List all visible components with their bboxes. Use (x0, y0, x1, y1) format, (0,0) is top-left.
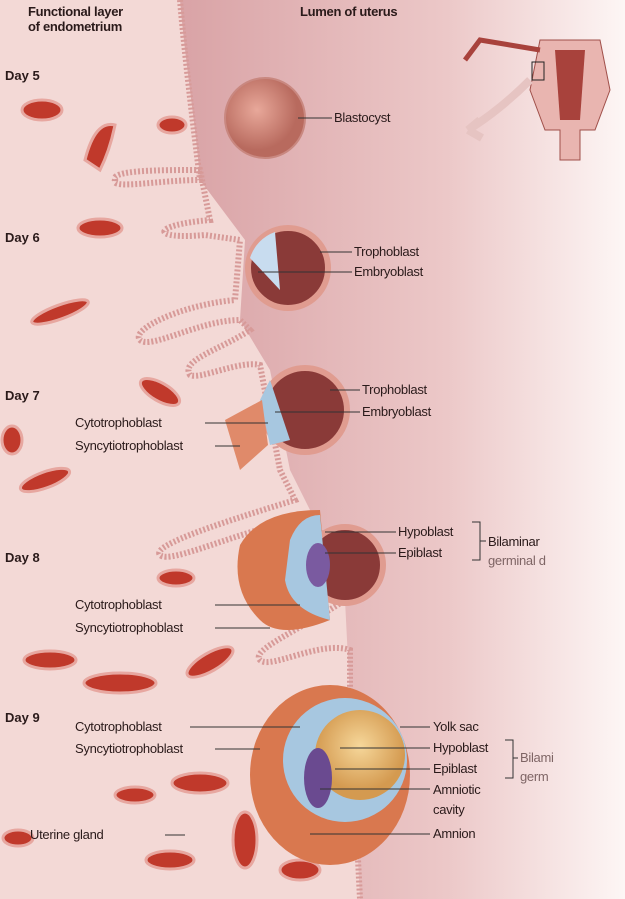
day9-blastocyst (250, 685, 410, 865)
label-cavity: cavity (433, 802, 465, 817)
label-embryoblast: Embryoblast (354, 264, 423, 279)
day-label: Day 7 (5, 388, 40, 403)
day-label: Day 8 (5, 550, 40, 565)
header-line: Functional layer (28, 4, 123, 19)
label-yolk-sac: Yolk sac (433, 719, 479, 734)
label-cytotrophoblast: Cytotrophoblast (75, 719, 162, 734)
label-germinal: germinal d (488, 553, 546, 568)
label-syncytiotrophoblast: Syncytiotrophoblast (75, 741, 183, 756)
day8-blastocyst (237, 510, 386, 630)
label-blastocyst: Blastocyst (334, 110, 391, 125)
label-amnion: Amnion (433, 826, 476, 841)
header-lumen: Lumen of uterus (300, 4, 398, 19)
day7-blastocyst (225, 365, 350, 470)
label-trophoblast: Trophoblast (354, 244, 419, 259)
label-hypoblast: Hypoblast (398, 524, 454, 539)
label-embryoblast: Embryoblast (362, 404, 431, 419)
label-bilaminar: Bilami (520, 750, 554, 765)
day-label: Day 6 (5, 230, 40, 245)
label-syncytiotrophoblast: Syncytiotrophoblast (75, 438, 183, 453)
uterus-inset (463, 37, 611, 161)
header-line: of endometrium (28, 19, 123, 34)
label-trophoblast: Trophoblast (362, 382, 427, 397)
day5-blastocyst (224, 77, 306, 159)
blood-vessels (0, 98, 322, 882)
label-uterine-gland: Uterine gland (30, 827, 104, 842)
label-amniotic: Amniotic (433, 782, 481, 797)
label-germinal: germ (520, 769, 549, 784)
label-cytotrophoblast: Cytotrophoblast (75, 597, 162, 612)
label-epiblast: Epiblast (433, 761, 477, 776)
uterine-lumen (180, 0, 625, 899)
day6-blastocyst (245, 225, 331, 311)
leader-lines (165, 117, 518, 836)
label-hypoblast: Hypoblast (433, 740, 489, 755)
label-epiblast: Epiblast (398, 545, 442, 560)
day-label: Day 9 (5, 710, 40, 725)
label-syncytiotrophoblast: Syncytiotrophoblast (75, 620, 183, 635)
label-bilaminar: Bilaminar (488, 534, 540, 549)
day-label: Day 5 (5, 68, 40, 83)
label-cytotrophoblast: Cytotrophoblast (75, 415, 162, 430)
